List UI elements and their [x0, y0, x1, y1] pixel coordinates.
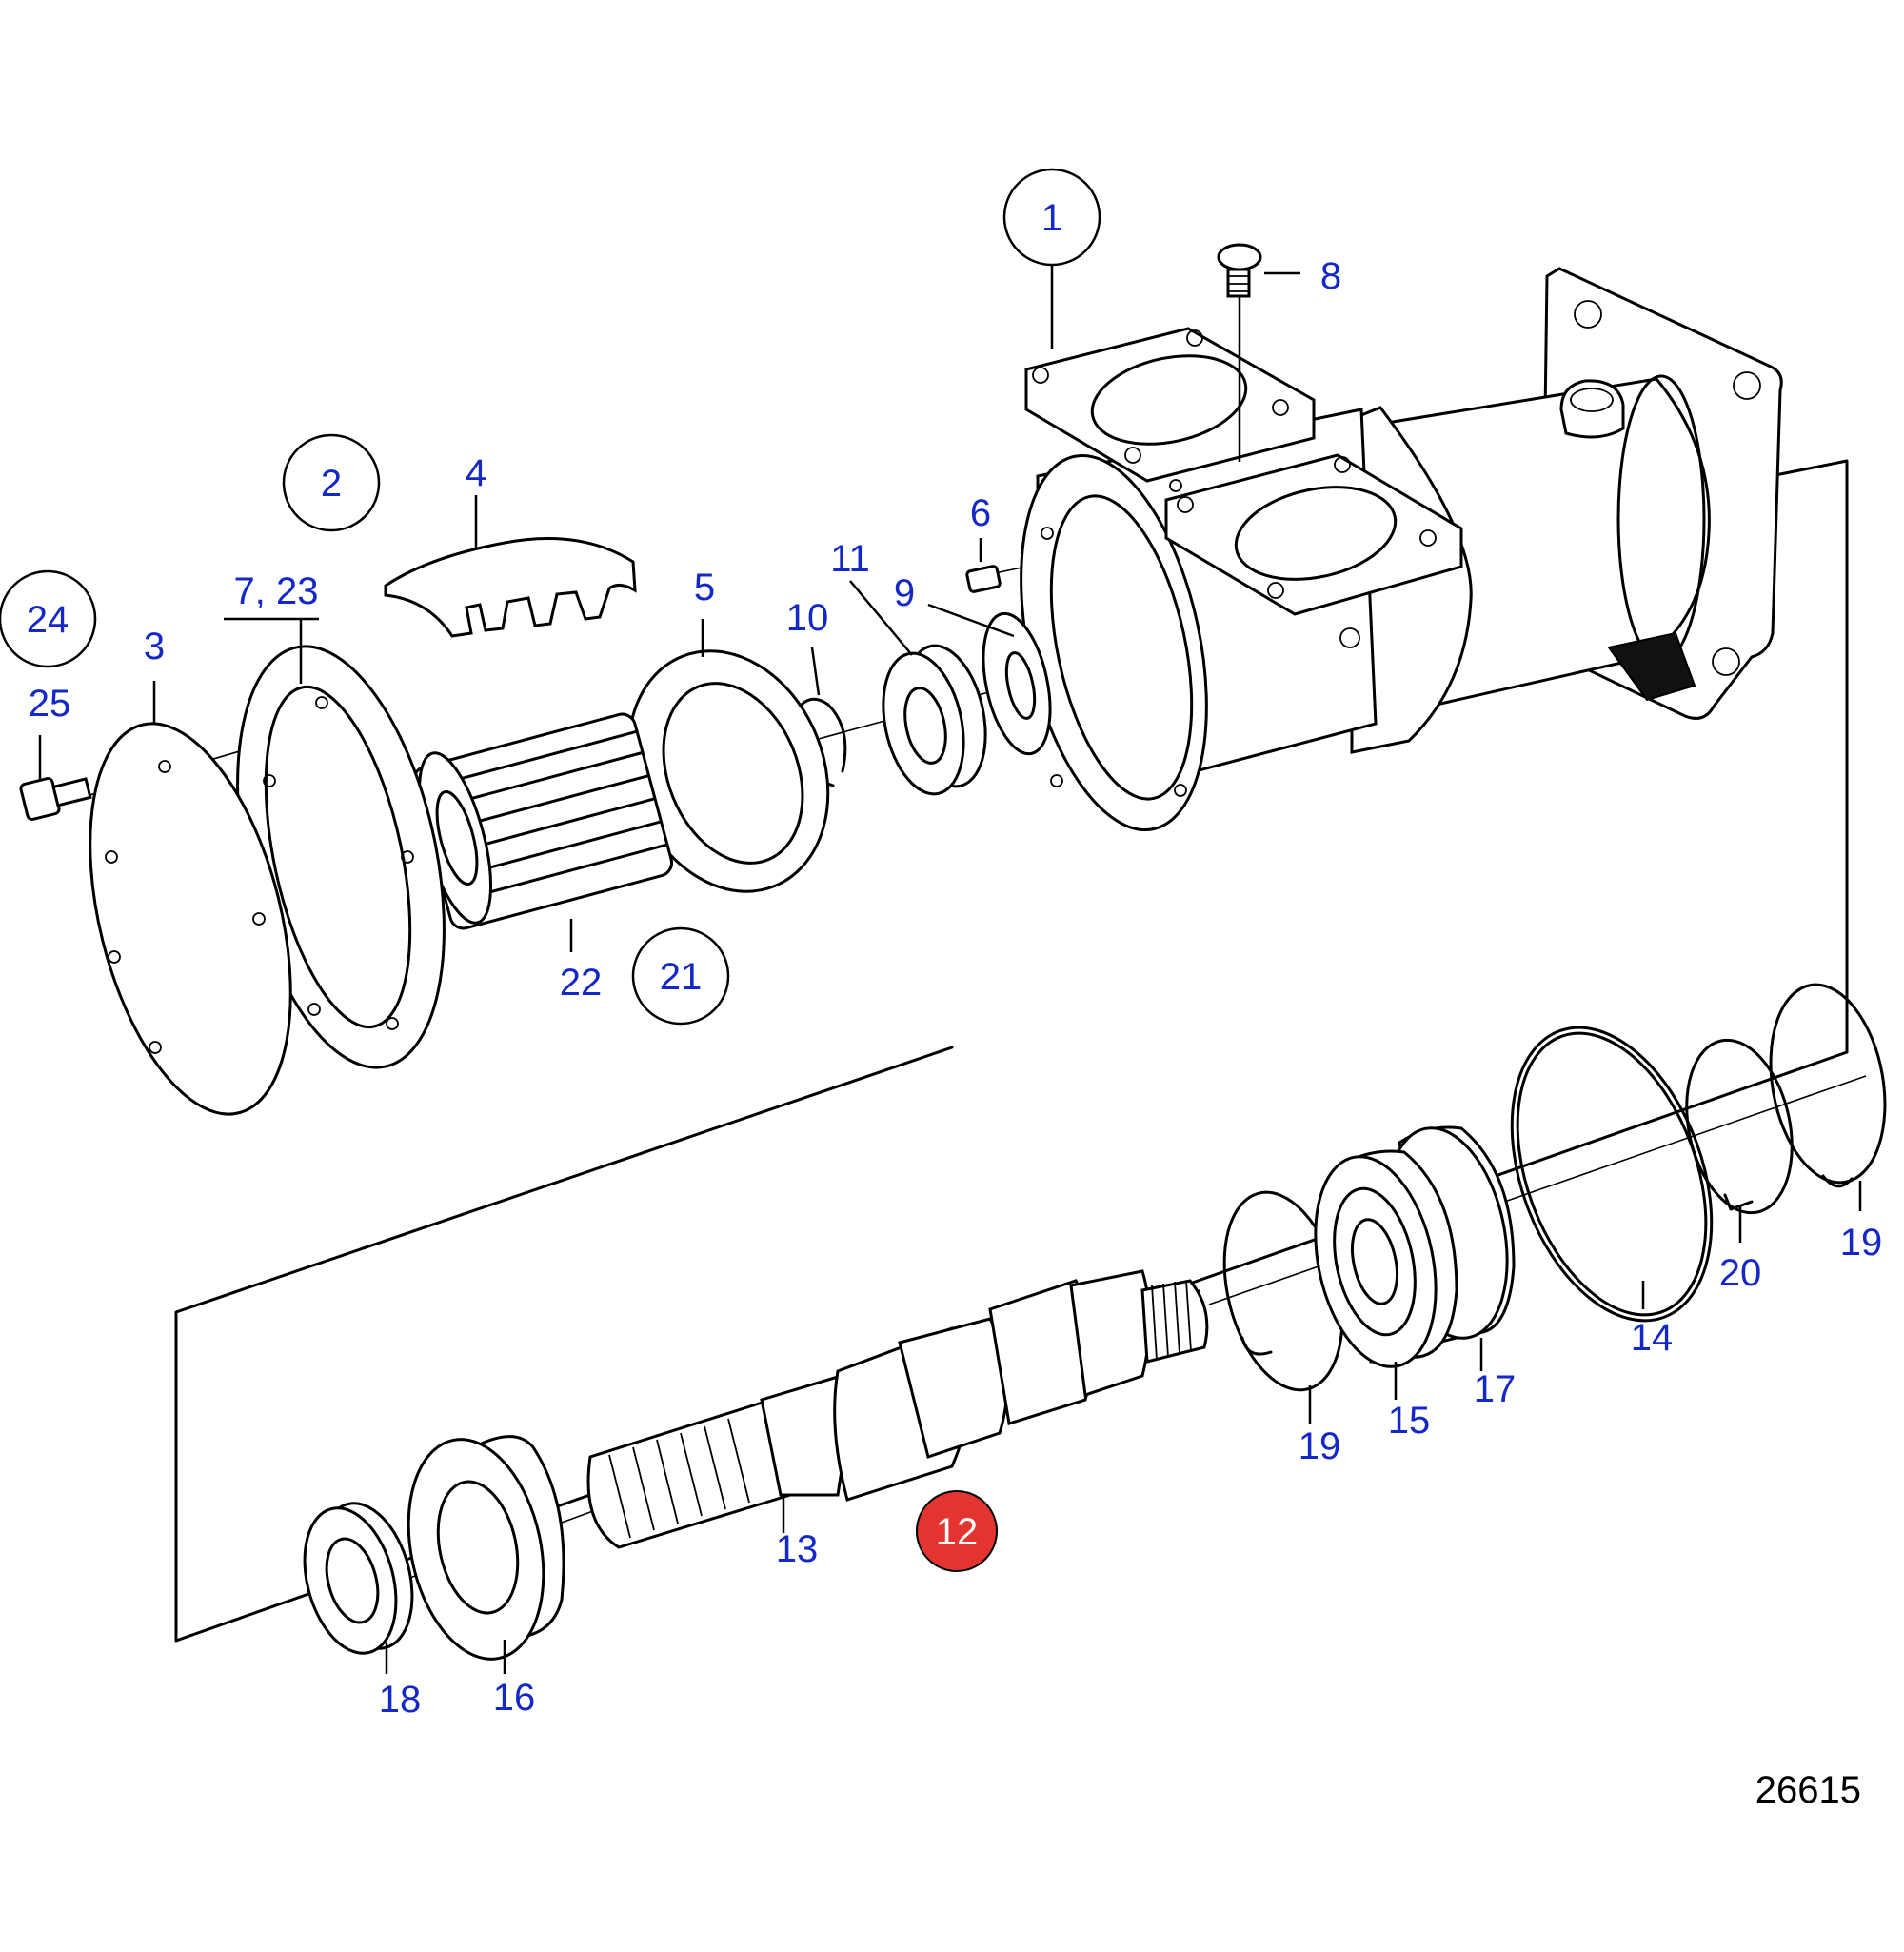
cam-4: [384, 495, 637, 638]
circlip-20: [1685, 1038, 1794, 1243]
label-6: 6: [970, 492, 991, 534]
callout-24-label: 24: [27, 599, 69, 641]
label-19-rear: 19: [1840, 1222, 1883, 1264]
label-9: 9: [894, 572, 915, 614]
label-7-23: 7, 23: [234, 570, 319, 612]
part-labels: 8 4 6 11 9 5 10 7, 23 3 25 22 20 19 14 1…: [29, 255, 1883, 1721]
callout-circle-1: 1: [1002, 168, 1101, 267]
label-25: 25: [29, 683, 71, 725]
seal-18: [303, 1502, 414, 1674]
callout-21-label: 21: [660, 956, 703, 998]
impeller-22: [412, 712, 674, 952]
callout-highlight-12: 12: [916, 1490, 998, 1572]
callout-circle-24: 24: [0, 569, 97, 668]
label-8: 8: [1320, 255, 1341, 297]
bolt-25: [19, 735, 92, 821]
label-15: 15: [1388, 1400, 1431, 1442]
seal-11: [849, 580, 987, 796]
callout-circle-2: 2: [282, 433, 381, 532]
label-17: 17: [1474, 1368, 1517, 1410]
label-22: 22: [560, 962, 603, 1004]
label-14: 14: [1631, 1317, 1674, 1359]
pump-housing: [1020, 267, 1783, 832]
washer-9: [927, 603, 1052, 756]
label-19-front: 19: [1299, 1425, 1341, 1467]
label-13: 13: [776, 1528, 819, 1570]
callout-2-label: 2: [321, 463, 342, 505]
callout-circle-21: 21: [631, 926, 730, 1026]
label-18: 18: [379, 1679, 422, 1721]
screw-8: [1217, 243, 1300, 462]
label-11: 11: [830, 538, 870, 580]
bearing-15-17: [1314, 1125, 1516, 1400]
drawing-number: 26615: [1755, 1769, 1861, 1811]
circlip-19-rear: [1769, 983, 1887, 1211]
cover-3: [89, 681, 292, 1116]
shaft-13: [586, 1269, 1209, 1549]
ring-14: [1510, 1026, 1714, 1323]
callout-1-label: 1: [1041, 197, 1062, 239]
label-16: 16: [493, 1677, 536, 1719]
label-4: 4: [466, 452, 486, 494]
bearing-16: [407, 1435, 565, 1674]
pin-6: [965, 538, 1002, 593]
label-10: 10: [786, 597, 829, 639]
label-20: 20: [1719, 1252, 1762, 1294]
label-5: 5: [694, 567, 715, 608]
label-3: 3: [144, 626, 165, 667]
callout-12-label: 12: [936, 1511, 979, 1553]
